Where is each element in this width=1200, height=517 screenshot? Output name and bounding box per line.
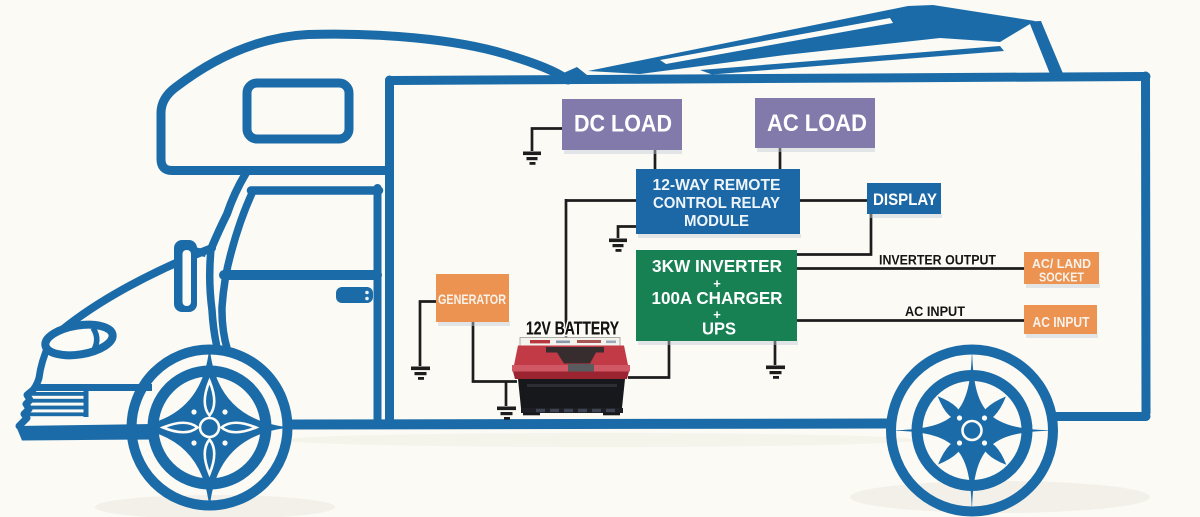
svg-text:AC LOAD: AC LOAD [767,110,867,137]
svg-text:DC LOAD: DC LOAD [574,111,672,138]
svg-text:INVERTER OUTPUT: INVERTER OUTPUT [879,253,997,268]
svg-text:UPS: UPS [702,319,736,339]
svg-text:12V BATTERY: 12V BATTERY [526,318,619,339]
svg-text:12-WAY REMOTE: 12-WAY REMOTE [653,177,781,194]
svg-text:CONTROL RELAY: CONTROL RELAY [653,195,780,212]
svg-text:+: + [713,307,721,322]
svg-text:GENERATOR: GENERATOR [438,291,506,307]
svg-text:MODULE: MODULE [684,213,749,230]
svg-text:12V BATTERY: 12V BATTERY [526,318,619,339]
svg-text:DISPLAY: DISPLAY [873,191,937,209]
svg-text:AC INPUT: AC INPUT [1033,314,1090,331]
svg-text:AC/ LAND: AC/ LAND [1032,256,1091,271]
svg-text:+: + [713,276,721,291]
svg-text:SOCKET: SOCKET [1039,270,1084,285]
svg-text:100A CHARGER: 100A CHARGER [652,288,783,308]
svg-text:AC INPUT: AC INPUT [905,304,966,319]
svg-text:3KW INVERTER: 3KW INVERTER [652,256,782,276]
